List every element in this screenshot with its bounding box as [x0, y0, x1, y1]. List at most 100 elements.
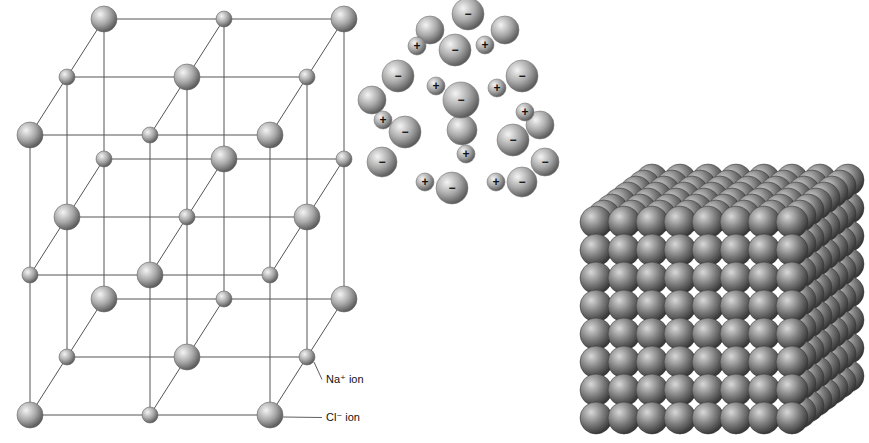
atom-sphere [636, 346, 668, 378]
atom-sphere [692, 206, 724, 238]
anion-sphere [439, 34, 471, 66]
chloride-ion [331, 6, 357, 32]
lattice-line [104, 159, 105, 299]
atom-sphere [748, 290, 780, 322]
lattice-line [67, 217, 68, 357]
atom-sphere [720, 206, 752, 238]
atom-sphere [636, 290, 668, 322]
cation-sphere [457, 145, 475, 163]
atom-sphere [580, 234, 612, 266]
atom-sphere [608, 206, 640, 238]
anion-sphere [447, 115, 477, 145]
charge-sign: + [421, 176, 428, 188]
atom-sphere [580, 262, 612, 294]
atom-sphere [608, 234, 640, 266]
cation-sphere [374, 111, 392, 129]
atom-sphere [776, 374, 808, 406]
atom-sphere [720, 374, 752, 406]
lattice-line [150, 135, 270, 136]
lattice-line [187, 77, 307, 78]
chloride-ion [91, 286, 117, 312]
leader-lines [283, 362, 322, 418]
anion-sphere [443, 82, 479, 118]
lattice-line [104, 299, 224, 300]
atom-sphere [720, 234, 752, 266]
lattice-line [307, 217, 308, 357]
chloride-ion [211, 146, 237, 172]
sodium-ion [96, 151, 112, 167]
atom-sphere [608, 374, 640, 406]
atom-sphere [692, 374, 724, 406]
charge-sign: − [451, 44, 458, 56]
anion-sphere [452, 0, 484, 30]
atom-sphere [720, 318, 752, 350]
charge-sign: − [401, 126, 408, 138]
lattice-line [224, 19, 225, 159]
chloride-ion [137, 262, 163, 288]
lattice-line [187, 217, 188, 357]
atom-sphere [776, 402, 808, 434]
chloride-ion [174, 64, 200, 90]
atom-sphere [580, 206, 612, 238]
leader-line [283, 417, 322, 419]
atom-sphere [776, 346, 808, 378]
cation-sphere [416, 173, 434, 191]
lattice-line [30, 275, 31, 415]
atom-sphere [664, 290, 696, 322]
charge-sign: − [464, 8, 471, 20]
lattice-line [67, 77, 68, 217]
lattice-line [150, 275, 151, 415]
atom-sphere [692, 346, 724, 378]
atom-sphere [664, 346, 696, 378]
atom-sphere [636, 206, 668, 238]
lattice-line [224, 159, 344, 160]
cation-sphere [488, 79, 506, 97]
atom-sphere [580, 346, 612, 378]
charge-sign: − [457, 94, 464, 106]
charge-sign: − [541, 156, 548, 168]
anion-sphere [497, 124, 529, 156]
lattice-line [30, 135, 150, 136]
atom-sphere [636, 374, 668, 406]
atom-sphere [776, 234, 808, 266]
chloride-ion [17, 122, 43, 148]
atom-sphere [664, 374, 696, 406]
atom-sphere [748, 234, 780, 266]
atom-sphere [608, 262, 640, 294]
atom-sphere [748, 402, 780, 434]
charge-sign: − [378, 156, 385, 168]
lattice-line [307, 77, 308, 217]
anion-sphere [436, 172, 468, 204]
ion-cluster [358, 0, 559, 204]
atom-sphere [692, 262, 724, 294]
sodium-ion [59, 349, 75, 365]
lattice-line [104, 159, 224, 160]
charge-sign: + [432, 80, 439, 92]
sodium-ion [59, 69, 75, 85]
atom-sphere [580, 318, 612, 350]
lattice-line [67, 77, 187, 78]
anion-sphere [491, 16, 519, 44]
atom-sphere [636, 262, 668, 294]
charge-sign: − [518, 176, 525, 188]
chloride-ion [91, 6, 117, 32]
chloride-ion [294, 204, 320, 230]
atom-sphere [748, 262, 780, 294]
atom-sphere [580, 374, 612, 406]
sodium-ion [336, 151, 352, 167]
atom-sphere [664, 234, 696, 266]
sodium-ion [22, 267, 38, 283]
charge-sign: − [448, 182, 455, 194]
atom-sphere [580, 402, 612, 434]
atom-sphere [636, 234, 668, 266]
cation-sphere [427, 77, 445, 95]
lattice-line [30, 135, 31, 275]
atom-sphere [608, 290, 640, 322]
lattice-line [67, 357, 187, 358]
sodium-ion [142, 127, 158, 143]
ion-label: Cl⁻ ion [326, 412, 360, 423]
charge-sign: + [481, 39, 488, 51]
chloride-ion [17, 402, 43, 428]
lattice-line [67, 217, 187, 218]
lattice-line [344, 19, 345, 159]
